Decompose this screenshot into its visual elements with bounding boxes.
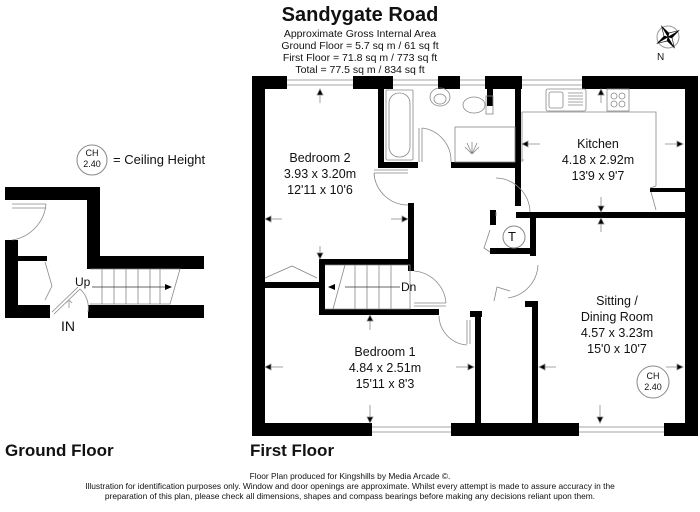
ground-stair-up-label: Up xyxy=(75,275,91,289)
footer-disclaimer-2: preparation of this plan, please check a… xyxy=(104,491,596,501)
room-sitting-dining: Sitting / Dining Room 4.57 x 3.23m 15'0 … xyxy=(567,293,667,357)
room-imperial: 12'11 x 10'6 xyxy=(287,183,353,197)
room-name: Sitting / xyxy=(596,294,638,308)
legend-ch-value: 2.40 xyxy=(83,159,101,169)
room-metric: 4.84 x 2.51m xyxy=(348,361,422,375)
room-metric: 4.18 x 2.92m xyxy=(561,153,635,167)
total-area: Total = 77.5 sq m / 834 sq ft xyxy=(295,64,425,76)
legend-text: = Ceiling Height xyxy=(113,152,206,167)
first-stair-down-label: Dn xyxy=(401,280,417,294)
ch-value: 2.40 xyxy=(644,382,662,392)
tank-cupboard-icon xyxy=(502,225,526,249)
first-floor-walls xyxy=(252,76,698,436)
compass-north-label: N xyxy=(657,52,665,63)
room-name: Bedroom 2 xyxy=(289,151,351,165)
room-metric: 4.57 x 3.23m xyxy=(580,326,654,340)
ground-floor-label: Ground Floor xyxy=(5,441,114,460)
room-name: Bedroom 1 xyxy=(354,345,416,359)
legend-ch-badge: CH 2.40 xyxy=(77,148,107,170)
ceiling-height-marker-icon xyxy=(636,365,670,399)
room-name-line2: Dining Room xyxy=(580,310,654,324)
ch-label: CH xyxy=(646,371,660,381)
room-metric: 3.93 x 3.20m xyxy=(283,167,357,181)
entrance-label: IN xyxy=(61,318,75,334)
compass-rose-icon xyxy=(656,25,680,49)
first-floor-area: First Floor = 71.8 sq m / 773 sq ft xyxy=(282,52,438,64)
room-bedroom-1: Bedroom 1 4.84 x 2.51m 15'11 x 8'3 xyxy=(335,344,435,392)
room-imperial: 13'9 x 9'7 xyxy=(571,169,625,183)
sitting-ch-badge: CH 2.40 xyxy=(638,371,668,393)
footer-credit: Floor Plan produced for Kingshills by Me… xyxy=(249,471,451,481)
ground-floor-area: Ground Floor = 5.7 sq m / 61 sq ft xyxy=(281,40,439,52)
ceiling-height-legend-icon xyxy=(76,144,108,176)
tank-cupboard-label: T xyxy=(508,229,516,244)
footer-disclaimer-1: Illustration for identification purposes… xyxy=(85,481,615,491)
room-imperial: 15'0 x 10'7 xyxy=(587,342,647,356)
area-heading: Approximate Gross Internal Area xyxy=(283,28,437,40)
room-imperial: 15'11 x 8'3 xyxy=(355,377,415,391)
property-title: Sandygate Road xyxy=(281,4,439,26)
first-floor-label: First Floor xyxy=(250,441,335,460)
room-bedroom-2: Bedroom 2 3.93 x 3.20m 12'11 x 10'6 xyxy=(270,150,370,198)
room-kitchen: Kitchen 4.18 x 2.92m 13'9 x 9'7 xyxy=(540,136,656,184)
ground-floor-walls xyxy=(5,187,204,318)
legend-ch-label: CH xyxy=(85,148,99,158)
room-name: Kitchen xyxy=(577,137,619,151)
